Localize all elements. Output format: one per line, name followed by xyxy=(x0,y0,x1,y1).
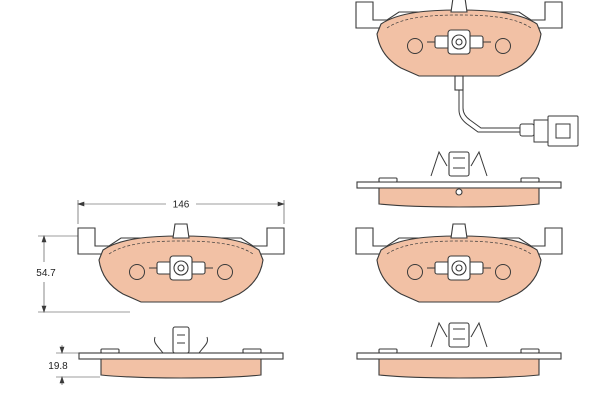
dimension-height: 54.7 xyxy=(36,235,130,313)
thickness-dimension-label: 19.8 xyxy=(48,361,68,372)
dimension-width: 146 xyxy=(77,200,285,224)
left-pad-front-view xyxy=(77,223,285,303)
right-top-pad-side-view xyxy=(356,151,562,208)
right-bottom-pad-front-view xyxy=(355,223,563,303)
wear-sensor xyxy=(454,75,579,147)
dimension-thickness: 19.8 xyxy=(48,345,100,385)
height-dimension-label: 54.7 xyxy=(36,268,56,279)
right-top-pad-front-view xyxy=(355,0,563,77)
right-bottom-pad-side-view xyxy=(356,322,562,379)
left-pad-side-view xyxy=(78,326,284,379)
width-dimension-label: 146 xyxy=(173,200,190,211)
